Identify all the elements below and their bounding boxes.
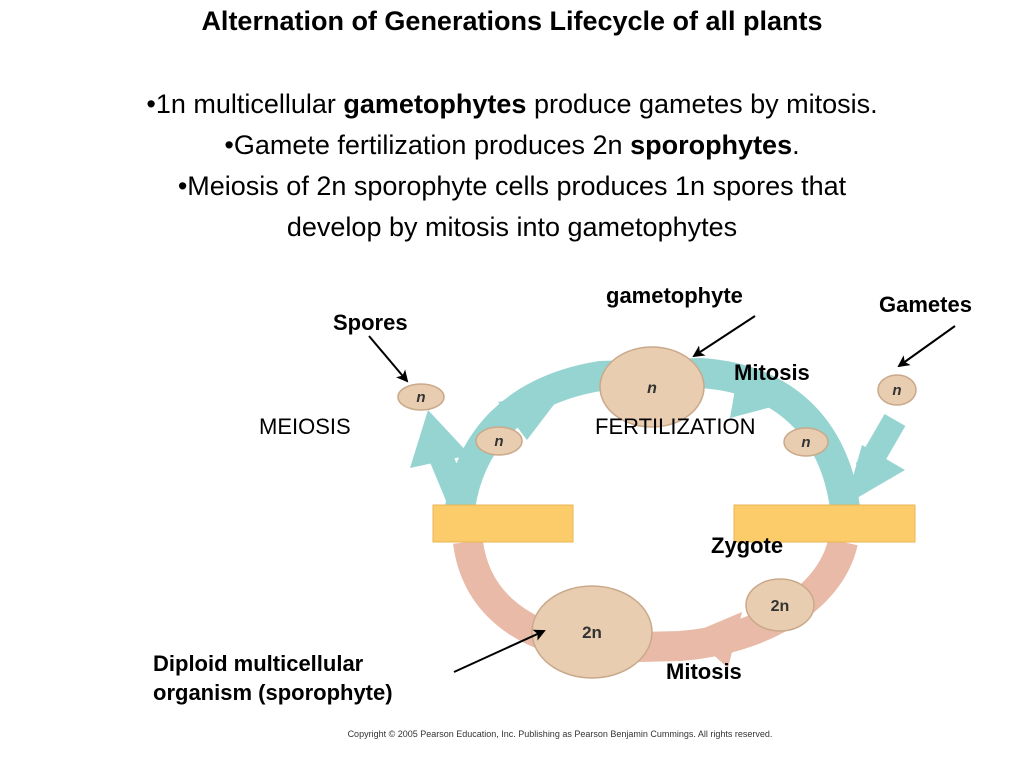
sporophyte-cell [531, 585, 653, 679]
gamete-on-cycle-cell [783, 427, 829, 457]
spores-label: Spores [333, 310, 408, 335]
gamete-free-cell [877, 374, 917, 406]
gametes-label: Gametes [879, 292, 972, 317]
zygote-label: Zygote [711, 533, 784, 558]
meiosis-box [432, 504, 574, 543]
meiosis-arrowhead [410, 410, 470, 468]
gamete-free-ploidy: n [892, 382, 901, 399]
mitosis-bottom-label: Mitosis [666, 659, 742, 684]
bullet-gametophytes: •1n multicellular gametophytes produce g… [146, 89, 878, 119]
meiosis-arrow-shaft [428, 450, 474, 513]
gametophyte-ploidy: n [647, 380, 657, 397]
gametes-pointer [897, 325, 956, 368]
zygote-ploidy: 2n [771, 598, 790, 615]
spores-pointer [368, 335, 409, 383]
diploid-arrowhead [690, 612, 742, 668]
zygote-cell [745, 578, 815, 632]
bullet-meiosis: •Meiosis of 2n sporophyte cells produces… [177, 171, 847, 242]
bullet-list: •1n multicellular gametophytes produce g… [0, 84, 1024, 248]
spore-on-cycle-ploidy: n [494, 433, 503, 450]
spore-ploidy: n [416, 389, 425, 406]
fertilization-box [733, 504, 916, 543]
spore-cell [397, 383, 445, 411]
haploid-arrowhead-left [498, 390, 565, 440]
spore-on-cycle-cell [475, 426, 523, 456]
haploid-arrowhead-right [730, 372, 790, 418]
copyright-notice: Copyright © 2005 Pearson Education, Inc.… [347, 729, 773, 739]
gamete-on-cycle-ploidy: n [801, 434, 810, 451]
sporophyte-label: Diploid multicellular organism (sporophy… [153, 651, 393, 705]
gametophyte-pointer [692, 315, 756, 358]
bullet-fertilization: •Gamete fertilization produces 2n sporop… [224, 130, 800, 160]
fertilization-label: FERTILIZATION [595, 414, 756, 439]
gamete-arrowhead [845, 445, 905, 505]
sporophyte-ploidy: 2n [582, 623, 602, 642]
slide-title: Alternation of Generations Lifecycle of … [201, 6, 823, 36]
mitosis-top-label: Mitosis [734, 360, 810, 385]
meiosis-label: MEIOSIS [259, 414, 351, 439]
gametophyte-cell [599, 346, 705, 428]
sporophyte-pointer [453, 629, 546, 673]
gametophyte-label: gametophyte [606, 283, 743, 308]
